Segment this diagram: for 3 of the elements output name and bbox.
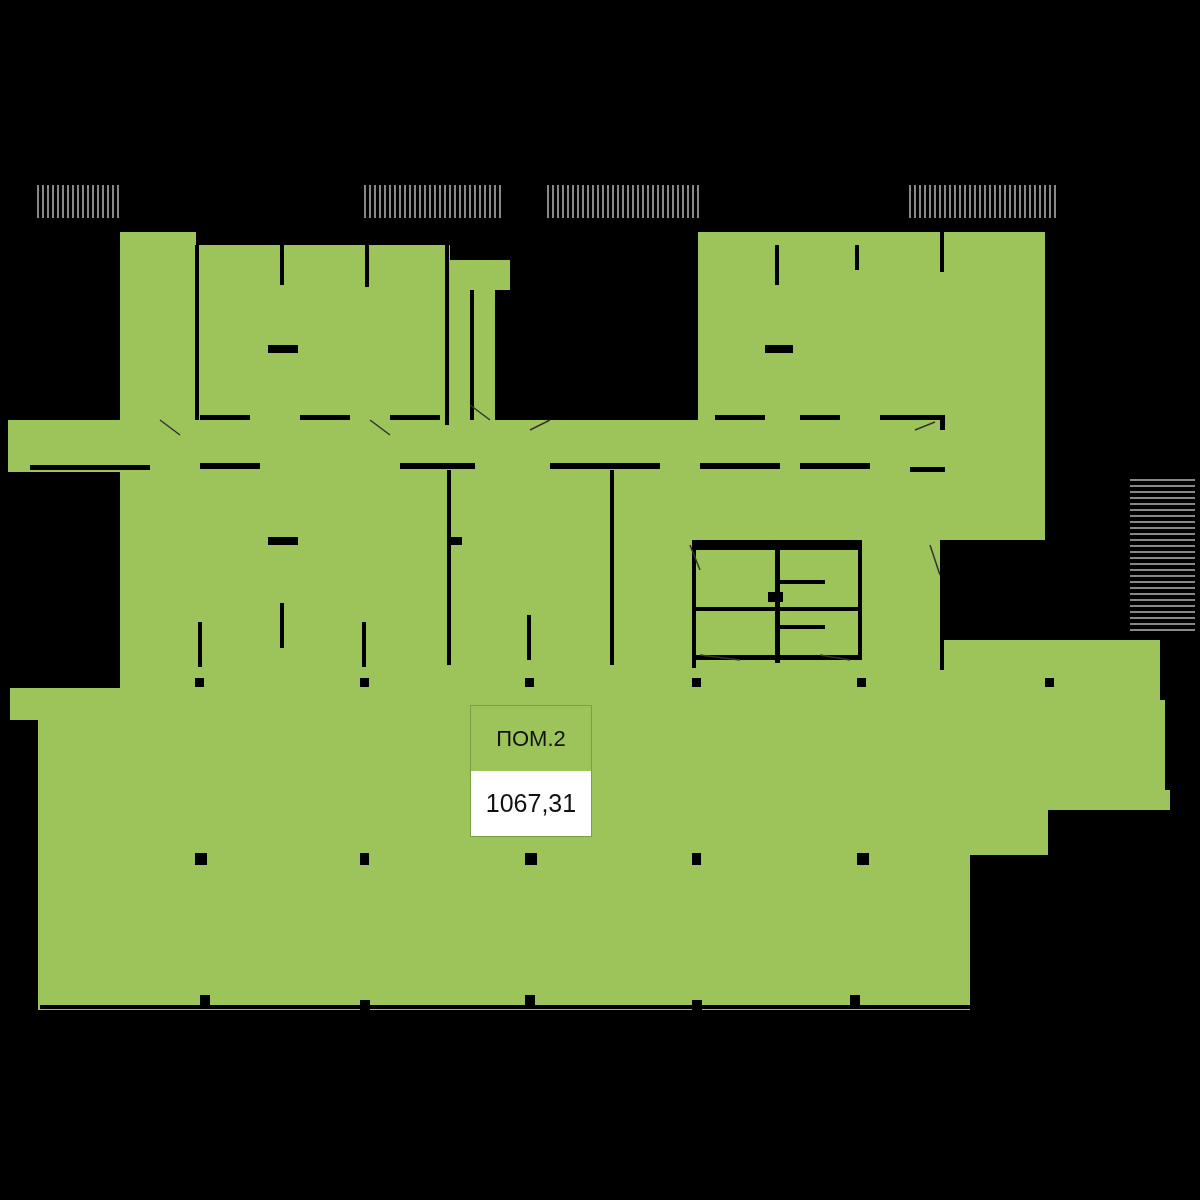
room-label-box: [470, 705, 592, 837]
room-area: 1067,31: [471, 771, 591, 836]
room-number: ПОМ.2: [495, 725, 567, 753]
